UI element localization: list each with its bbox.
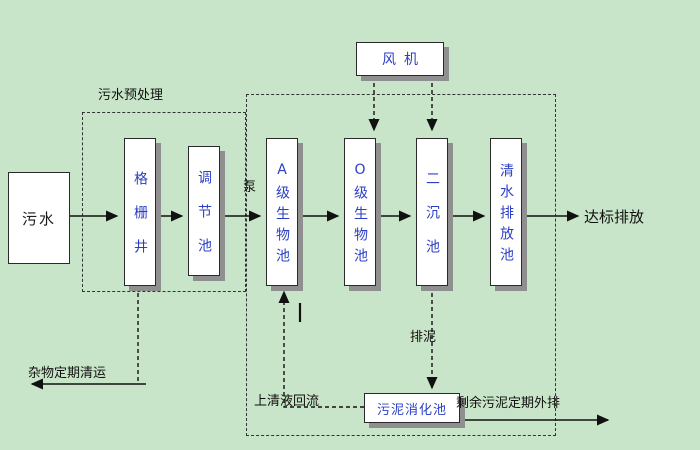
sewage-input-box: 污水 — [8, 172, 70, 264]
blower-box: 风机 — [356, 42, 444, 76]
pretreatment-dashed-region — [82, 112, 246, 292]
main-treatment-dashed-region — [246, 94, 556, 436]
sewage-label: 污水 — [21, 209, 56, 228]
regulating-tank: 调节池 — [188, 146, 220, 276]
secondary-sedimentation-tank: 二沉池 — [416, 138, 448, 286]
o-bio-tank: O级生物池 — [344, 138, 376, 286]
a-bio-tank-label: A级生物池 — [274, 162, 290, 269]
grid-well-tank: 格栅井 — [124, 138, 156, 286]
sludge-discharge-label: 排泥 — [410, 330, 437, 345]
blower-label: 风机 — [382, 52, 426, 68]
grid-well-label: 格栅井 — [132, 171, 148, 273]
sludge-digestion-tank: 污泥消化池 — [364, 393, 460, 423]
secondary-tank-label: 二沉池 — [424, 171, 440, 273]
pretreatment-label: 污水预处理 — [98, 88, 164, 103]
clear-water-discharge-tank: 清水排放池 — [490, 138, 522, 286]
a-bio-tank: A级生物池 — [266, 138, 298, 286]
sludge-digestion-label: 污泥消化池 — [376, 402, 447, 418]
supernatant-reflux-label: 上清液回流 — [254, 394, 320, 409]
debris-removal-label: 杂物定期清运 — [28, 366, 107, 381]
discharge-label: 达标排放 — [584, 208, 645, 226]
regulating-tank-label: 调节池 — [196, 170, 212, 272]
pump-label: 泵 — [243, 180, 257, 195]
o-bio-tank-label: O级生物池 — [352, 162, 368, 269]
clear-water-tank-label: 清水排放池 — [498, 163, 514, 268]
excess-sludge-label: 剩余污泥定期外排 — [456, 396, 561, 411]
